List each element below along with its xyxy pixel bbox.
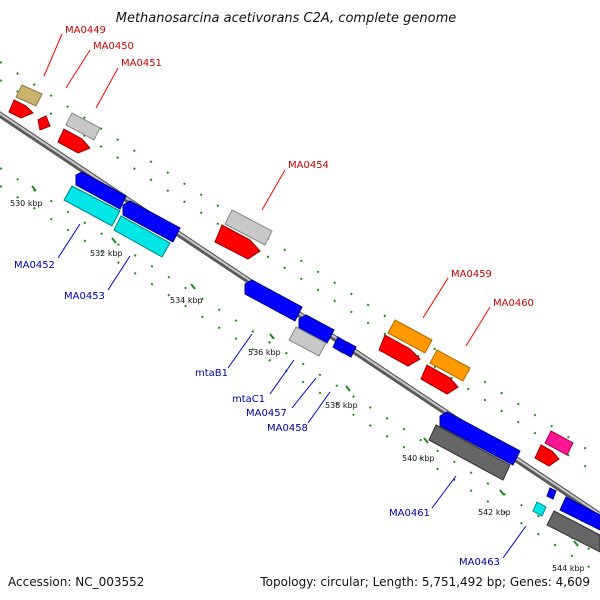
tick-mark — [423, 437, 429, 444]
gene-feature[interactable] — [341, 341, 357, 358]
gene-label[interactable]: MA0454 — [288, 160, 329, 171]
tick-label: 544 kbp — [552, 564, 585, 573]
tick-label: 532 kbp — [90, 249, 123, 258]
gene-label[interactable]: mtaC1 — [232, 394, 265, 405]
tick-mark — [499, 489, 505, 496]
label-leader — [431, 475, 457, 509]
label-leader — [269, 359, 295, 395]
gene-label[interactable]: MA0458 — [267, 423, 308, 434]
label-leader — [291, 377, 317, 409]
guide-track-reverse — [0, 167, 600, 557]
gene-feature[interactable] — [15, 84, 43, 107]
gene-feature[interactable] — [387, 319, 433, 354]
tick-label: 538 kbp — [325, 401, 358, 410]
gene-label[interactable]: MA0460 — [493, 298, 534, 309]
gene-label[interactable]: MA0449 — [65, 25, 106, 36]
gene-label[interactable]: MA0461 — [389, 508, 430, 519]
tick-label: 542 kbp — [478, 508, 511, 517]
gene-feature[interactable] — [534, 444, 560, 467]
gene-feature[interactable] — [63, 185, 121, 227]
gene-feature[interactable] — [122, 200, 181, 243]
label-leader — [95, 67, 119, 109]
gene-label[interactable]: MA0451 — [121, 58, 162, 69]
label-leader — [227, 333, 253, 369]
forward-features — [8, 84, 574, 467]
label-leader — [261, 169, 286, 211]
genome-summary-text: Topology: circular; Length: 5,751,492 bp… — [259, 575, 590, 589]
tick-mark — [190, 283, 196, 290]
gene-feature[interactable] — [428, 424, 511, 481]
label-leader — [465, 306, 491, 347]
gene-feature[interactable] — [544, 430, 574, 456]
scale-ticks: 530 kbp 532 kbp 534 kbp 536 kbp 538 kbp … — [10, 185, 585, 573]
gene-label[interactable]: MA0459 — [451, 269, 492, 280]
tick-mark — [111, 237, 117, 244]
gene-label[interactable]: MA0453 — [64, 291, 105, 302]
label-leader — [502, 525, 527, 559]
tick-mark — [345, 385, 351, 392]
gene-feature[interactable] — [75, 171, 127, 210]
tick-label: 530 kbp — [10, 199, 43, 208]
accession-text: Accession: NC_003552 — [8, 575, 144, 589]
label-leader — [107, 255, 131, 291]
label-leader — [43, 33, 63, 77]
gene-feature[interactable] — [559, 496, 600, 531]
gene-feature[interactable] — [546, 487, 557, 500]
gene-label[interactable]: MA0450 — [93, 41, 134, 52]
tick-mark — [573, 540, 579, 547]
gene-label[interactable]: MA0457 — [246, 408, 287, 419]
map-title: Methanosarcina acetivorans C2A, complete… — [116, 11, 457, 26]
tick-label: 534 kbp — [170, 296, 203, 305]
label-leader — [57, 223, 81, 259]
gene-label[interactable]: MA0452 — [14, 260, 55, 271]
gene-feature[interactable] — [378, 334, 421, 367]
gene-feature[interactable] — [429, 349, 471, 382]
tick-mark — [269, 333, 275, 340]
guide-track-forward — [0, 79, 600, 477]
reverse-labels: MA0452 MA0453 mtaB1 mtaC1 MA0457 MA0458 … — [14, 223, 527, 568]
gene-feature[interactable] — [113, 215, 171, 258]
label-leader — [65, 49, 91, 89]
gene-feature[interactable] — [8, 99, 34, 119]
tick-label: 536 kbp — [248, 348, 281, 357]
gene-feature[interactable] — [65, 112, 101, 141]
tick-label: 540 kbp — [402, 454, 435, 463]
gene-feature[interactable] — [298, 314, 335, 344]
gene-feature[interactable] — [546, 510, 600, 553]
gene-feature[interactable] — [224, 209, 273, 246]
gene-label[interactable]: MA0463 — [459, 557, 500, 568]
gene-feature[interactable] — [244, 279, 303, 322]
gene-feature[interactable] — [214, 224, 261, 260]
label-leader — [307, 391, 331, 424]
tick-mark — [31, 185, 37, 192]
gene-feature[interactable] — [420, 364, 459, 395]
gene-feature[interactable] — [37, 115, 51, 131]
label-leader — [422, 277, 449, 319]
gene-feature[interactable] — [288, 326, 327, 357]
reverse-features — [63, 171, 600, 553]
forward-labels: MA0449 MA0450 MA0451 MA0454 MA0459 MA046… — [43, 25, 534, 347]
gene-label[interactable]: mtaB1 — [195, 368, 228, 379]
gene-feature[interactable] — [532, 501, 547, 517]
gene-feature[interactable] — [57, 128, 91, 154]
gene-feature[interactable] — [439, 411, 521, 466]
